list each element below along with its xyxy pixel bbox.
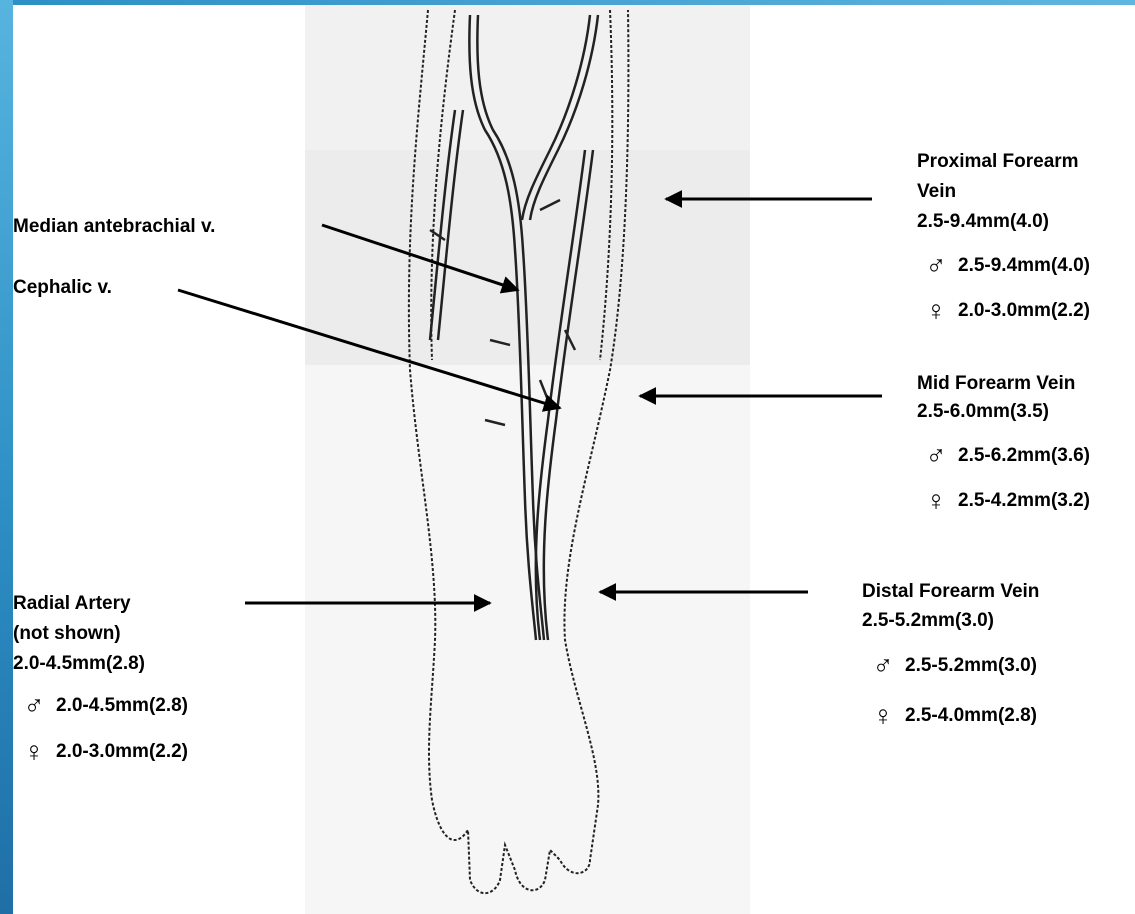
mid-male-value: 2.5-6.2mm(3.6) — [958, 445, 1090, 467]
radial-female-row: ♀ 2.0-3.0mm(2.2) — [20, 738, 188, 766]
arrow-cephalic — [178, 290, 560, 408]
radial-title-line1: Radial Artery — [13, 592, 131, 616]
radial-female-value: 2.0-3.0mm(2.2) — [56, 741, 188, 763]
mid-title: Mid Forearm Vein — [917, 372, 1075, 396]
mid-female-row: ♀ 2.5-4.2mm(3.2) — [922, 487, 1090, 515]
female-symbol-icon: ♀ — [922, 487, 950, 515]
mid-female-value: 2.5-4.2mm(3.2) — [958, 490, 1090, 512]
radial-male-row: ♂ 2.0-4.5mm(2.8) — [20, 692, 188, 720]
arrow-median-antebrachial — [322, 225, 518, 290]
proximal-female-row: ♀ 2.0-3.0mm(2.2) — [922, 297, 1090, 325]
proximal-range: 2.5-9.4mm(4.0) — [917, 210, 1049, 234]
male-symbol-icon: ♂ — [922, 442, 950, 470]
proximal-male-value: 2.5-9.4mm(4.0) — [958, 255, 1090, 277]
proximal-title-line2: Vein — [917, 180, 956, 204]
female-symbol-icon: ♀ — [922, 297, 950, 325]
female-symbol-icon: ♀ — [869, 702, 897, 730]
distal-female-value: 2.5-4.0mm(2.8) — [905, 705, 1037, 727]
proximal-title-line1: Proximal Forearm — [917, 150, 1079, 174]
male-symbol-icon: ♂ — [922, 252, 950, 280]
male-symbol-icon: ♂ — [20, 692, 48, 720]
radial-male-value: 2.0-4.5mm(2.8) — [56, 695, 188, 717]
distal-title: Distal Forearm Vein — [862, 580, 1039, 604]
vein-network — [430, 15, 598, 640]
radial-range: 2.0-4.5mm(2.8) — [13, 652, 145, 676]
female-symbol-icon: ♀ — [20, 738, 48, 766]
distal-male-value: 2.5-5.2mm(3.0) — [905, 655, 1037, 677]
mid-male-row: ♂ 2.5-6.2mm(3.6) — [922, 442, 1090, 470]
male-symbol-icon: ♂ — [869, 652, 897, 680]
proximal-female-value: 2.0-3.0mm(2.2) — [958, 300, 1090, 322]
radial-title-line2: (not shown) — [13, 622, 121, 646]
proximal-male-row: ♂ 2.5-9.4mm(4.0) — [922, 252, 1090, 280]
distal-range: 2.5-5.2mm(3.0) — [862, 609, 994, 633]
distal-female-row: ♀ 2.5-4.0mm(2.8) — [869, 702, 1037, 730]
mid-range: 2.5-6.0mm(3.5) — [917, 400, 1049, 424]
median-antebrachial-label: Median antebrachial v. — [13, 215, 215, 239]
distal-male-row: ♂ 2.5-5.2mm(3.0) — [869, 652, 1037, 680]
arm-outline — [409, 10, 629, 893]
cephalic-label: Cephalic v. — [13, 276, 112, 300]
